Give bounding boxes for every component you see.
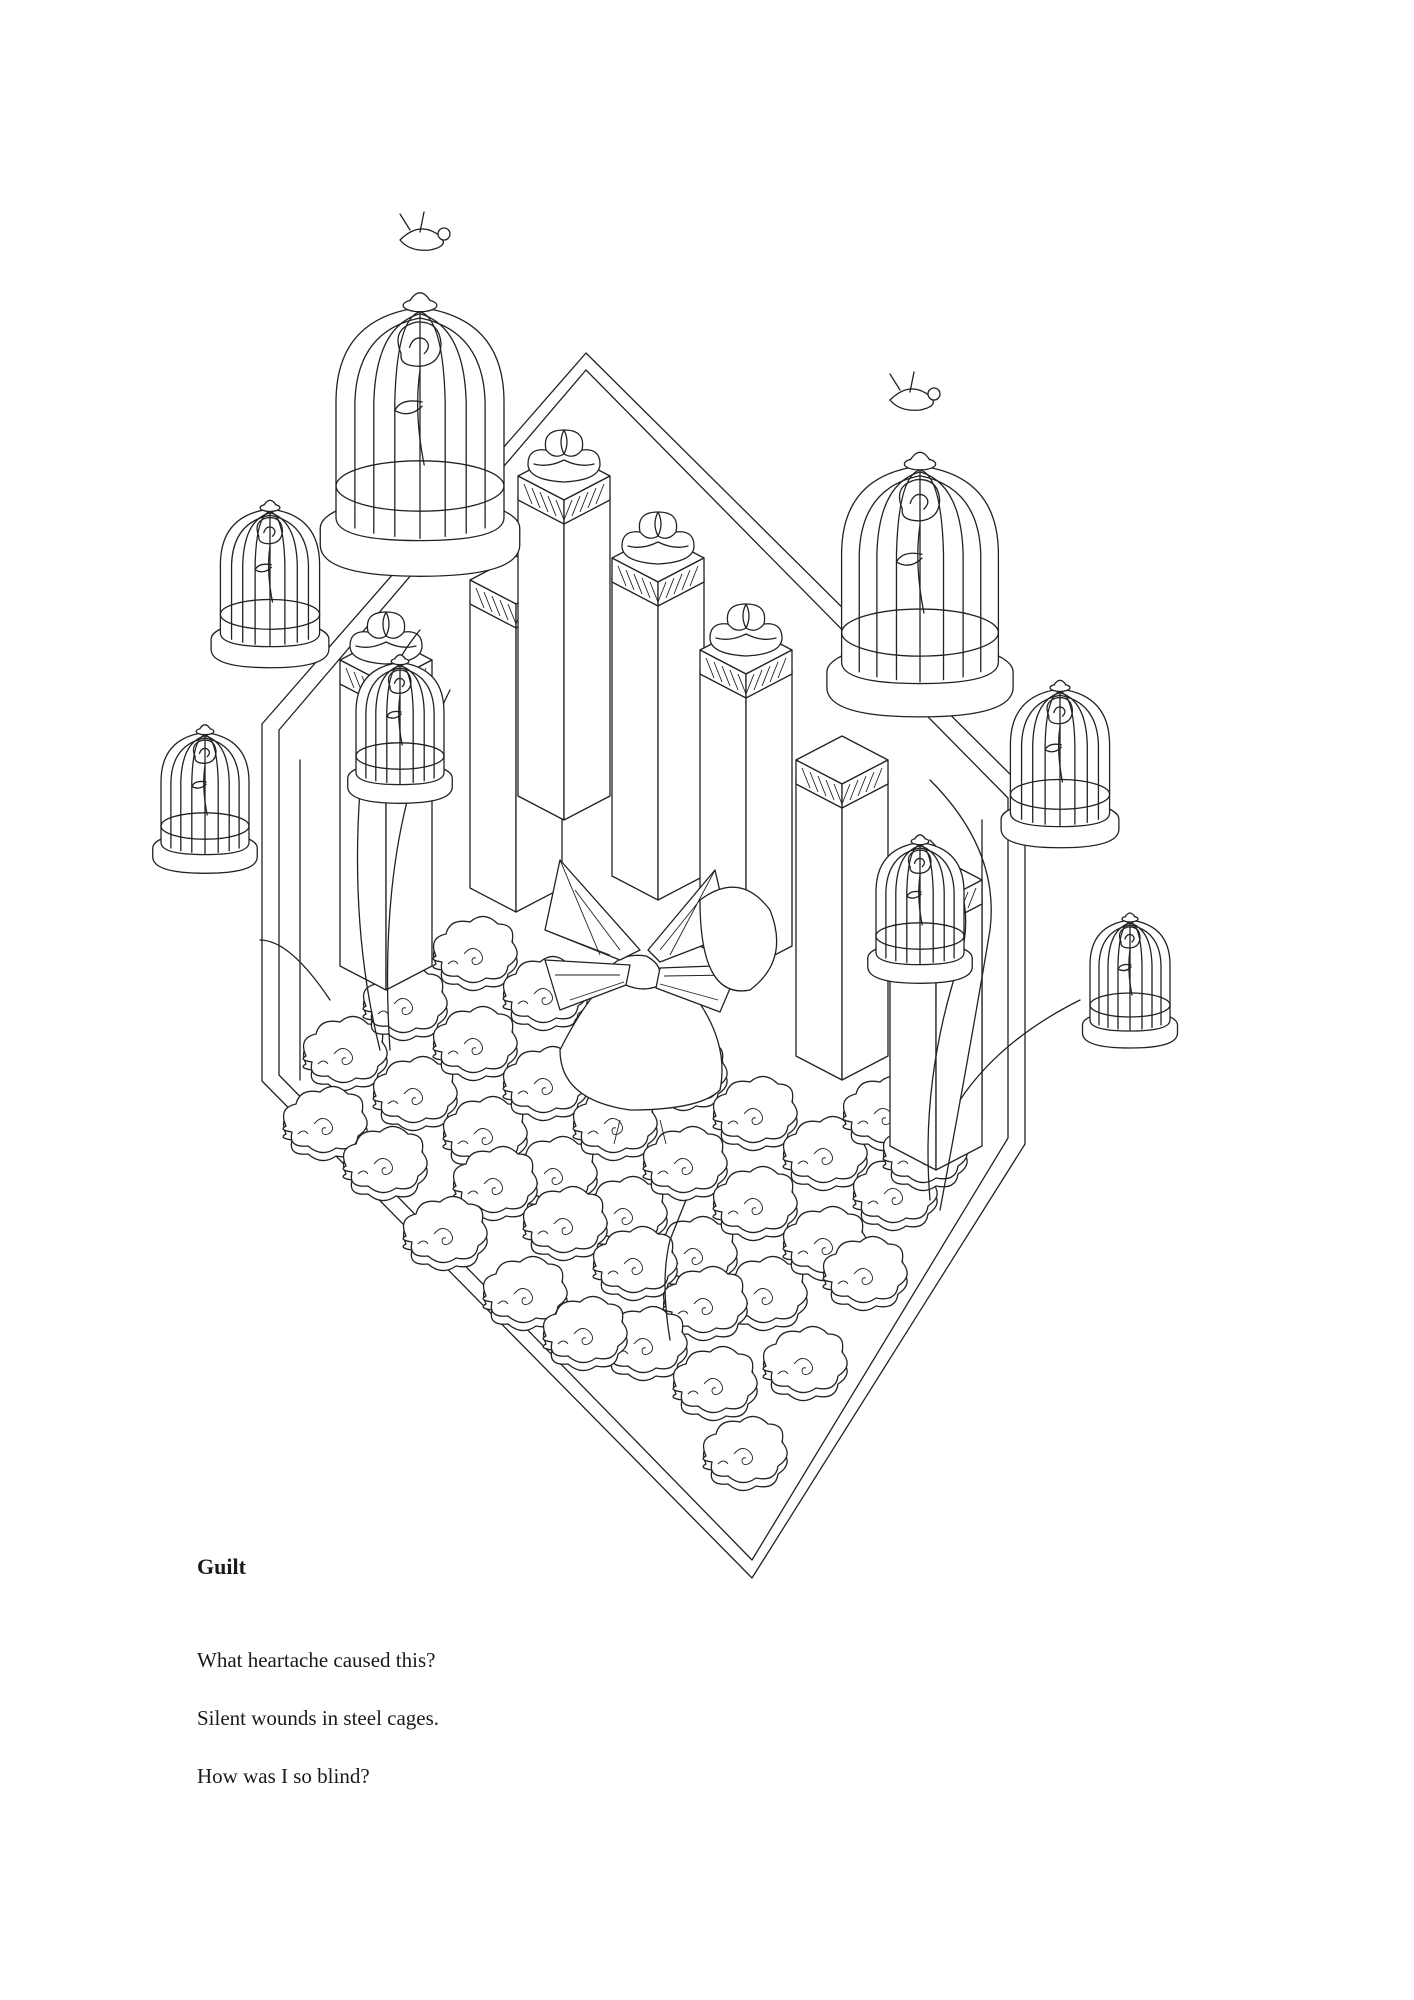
cage-large-right xyxy=(826,451,1014,718)
poem-line-3: How was I so blind? xyxy=(197,1764,370,1788)
cage-large-left xyxy=(319,292,521,577)
fairy-figure xyxy=(545,860,777,1144)
isometric-birdcage-illustration xyxy=(152,0,1178,1600)
cage-small-right-upper xyxy=(1000,679,1120,849)
pillar-3 xyxy=(611,511,705,900)
cage-small-right-lower xyxy=(1082,912,1178,1049)
poem-title: Guilt xyxy=(197,1554,246,1579)
pillars xyxy=(339,429,983,1170)
birds xyxy=(400,212,940,410)
pillar-2 xyxy=(517,429,611,820)
cage-small-left-lower xyxy=(152,724,258,874)
cage-small-left-upper xyxy=(210,499,330,669)
poem-line-1: What heartache caused this? xyxy=(197,1648,436,1672)
pillar-5 xyxy=(795,735,889,1080)
poem-line-2: Silent wounds in steel cages. xyxy=(197,1706,440,1730)
